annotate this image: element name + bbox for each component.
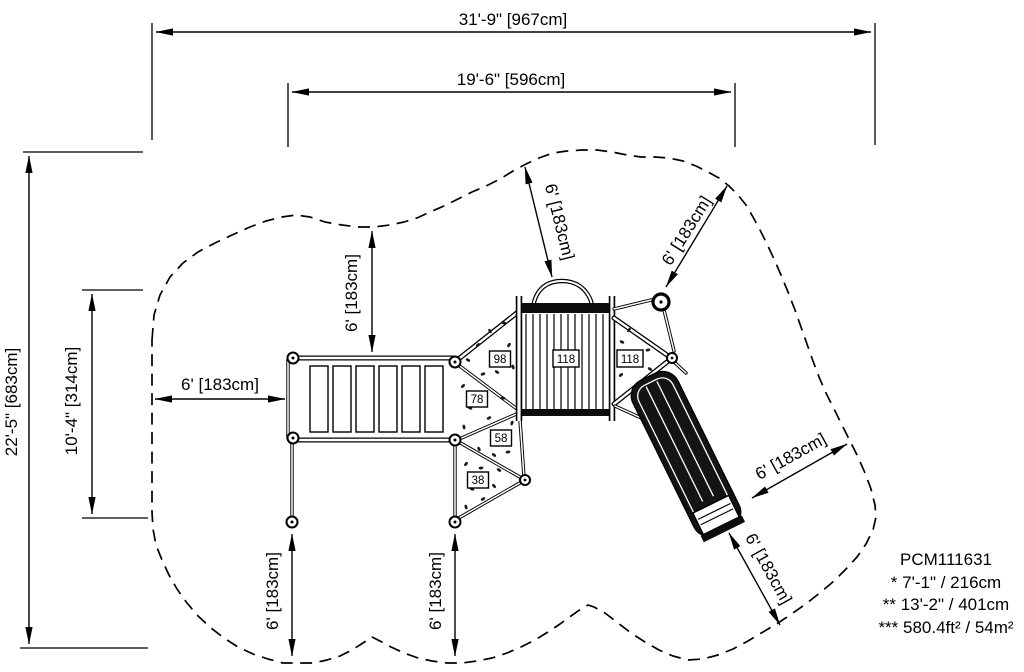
note-fall-height: * 7'-1" / 216cm [890, 572, 1002, 592]
dim-use-zone-upper-right-label: 6' [183cm] [658, 193, 715, 269]
dim-use-zone-upper-left-label: 6' [183cm] [541, 182, 578, 262]
panel-label-right-118-text: 118 [621, 354, 639, 366]
dim-use-zone-left-label: 6' [183cm] [181, 375, 259, 394]
dim-overall-width: 31'-9" [967cm] [151, 10, 876, 145]
bridge [286, 355, 458, 443]
panel-label-right-118: 118 [616, 349, 644, 368]
dim-use-zone-upper-right-diagonal: 6' [183cm] [658, 185, 728, 288]
slide [613, 358, 746, 543]
dim-use-zone-slide-end: 6' [183cm] [728, 530, 796, 626]
panel-label-98: 98 [488, 350, 512, 368]
note-area: *** 580.4ft² / 54m² [878, 617, 1014, 637]
support-beams [290, 418, 526, 520]
panel-label-58-text: 58 [495, 433, 508, 445]
climbing-holds [461, 321, 515, 510]
dim-use-zone-bottom-center-label: 6' [183cm] [426, 552, 445, 630]
title-block: PCM111631 * 7'-1" / 216cm ** 13'-2" / 40… [853, 549, 1024, 639]
dim-structure-width-label: 19'-6" [596cm] [457, 70, 566, 89]
dim-structure-depth-label: 10'-4" [314cm] [62, 347, 81, 456]
dim-use-zone-upper-left-diagonal: 6' [183cm] [524, 166, 578, 278]
panel-label-38-text: 38 [472, 475, 485, 487]
use-zone-boundary [151, 149, 877, 664]
panel-label-58: 58 [489, 429, 513, 447]
panel-label-78: 78 [465, 390, 489, 408]
panel-label-deck-118: 118 [552, 349, 580, 368]
dim-use-zone-bottom-left: 6' [183cm] [263, 533, 296, 657]
panel-label-deck-118-text: 118 [557, 354, 575, 366]
panel-label-78-text: 78 [471, 394, 484, 406]
dim-structure-width: 19'-6" [596cm] [287, 70, 736, 147]
roof-slats [525, 314, 604, 409]
dim-use-zone-left: 6' [183cm] [154, 375, 286, 403]
dim-use-zone-bottom-center: 6' [183cm] [426, 533, 459, 657]
dim-use-zone-slide-side: 6' [183cm] [751, 429, 848, 499]
note-max-height: ** 13'-2" / 401cm [882, 595, 1010, 614]
model-number: PCM111631 [900, 550, 992, 569]
dim-use-zone-top: 6' [183cm] [342, 230, 376, 353]
dim-use-zone-bottom-left-label: 6' [183cm] [263, 552, 282, 630]
dim-overall-width-label: 31'-9" [967cm] [459, 10, 568, 29]
panel-label-38: 38 [466, 471, 490, 489]
panel-label-98-text: 98 [494, 354, 507, 366]
dim-structure-depth: 10'-4" [314cm] [62, 289, 148, 519]
dim-use-zone-top-label: 6' [183cm] [342, 254, 361, 332]
dim-overall-depth-label: 22'-5" [683cm] [2, 348, 21, 457]
fire-pole [612, 292, 676, 353]
rock-wall [453, 309, 527, 521]
dim-overall-depth: 22'-5" [683cm] [2, 151, 148, 649]
posts [285, 351, 678, 529]
